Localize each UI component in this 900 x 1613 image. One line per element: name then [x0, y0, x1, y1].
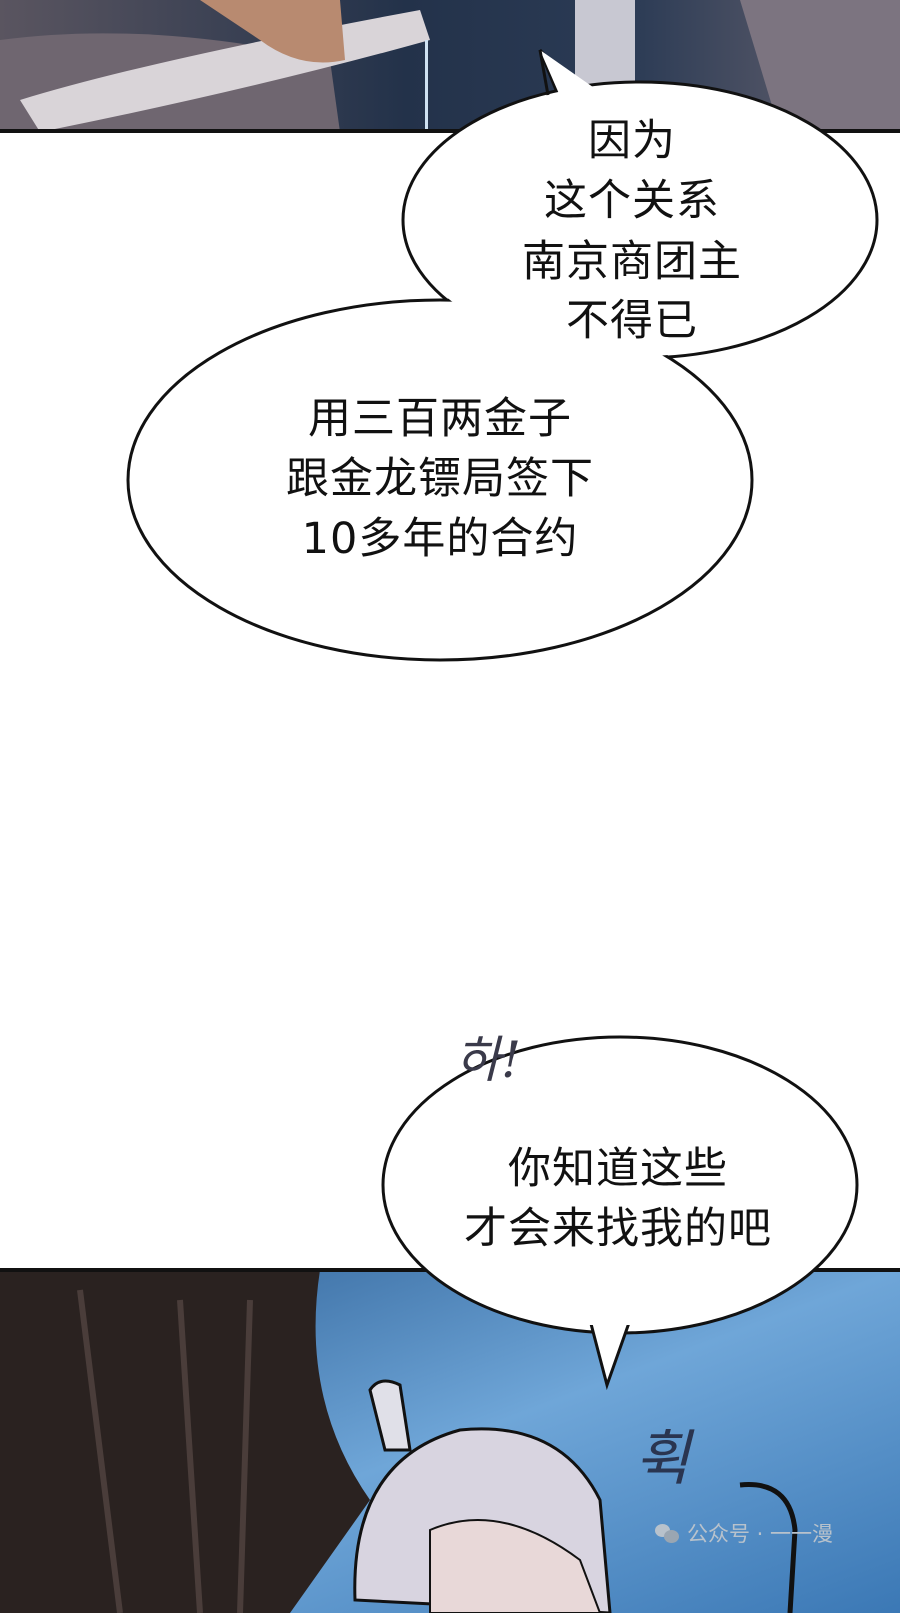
bubble-line: 因为 [588, 116, 676, 166]
sfx-ha: 하! [455, 1031, 522, 1089]
bubble-line: 你知道这些 [508, 1144, 728, 1194]
sfx-hwik: 휙 [635, 1424, 691, 1494]
watermark-text: 公众号 · 一一漫 [687, 1522, 834, 1546]
bubble-line: 10多年的合约 [301, 514, 579, 564]
bottom-panel [0, 1268, 900, 1613]
wechat-icon [655, 1522, 681, 1544]
bubble-line: 这个关系 [544, 176, 720, 226]
watermark: 公众号 · 一一漫 [655, 1518, 833, 1548]
bubble-line: 才会来找我的吧 [464, 1204, 772, 1254]
bubble-line: 不得已 [566, 296, 698, 346]
bubble-line: 南京商团主 [522, 237, 742, 287]
top-panel [0, 0, 900, 133]
bubble-line: 用三百两金子 [308, 394, 572, 444]
bubble-line: 跟金龙镖局签下 [286, 454, 594, 504]
